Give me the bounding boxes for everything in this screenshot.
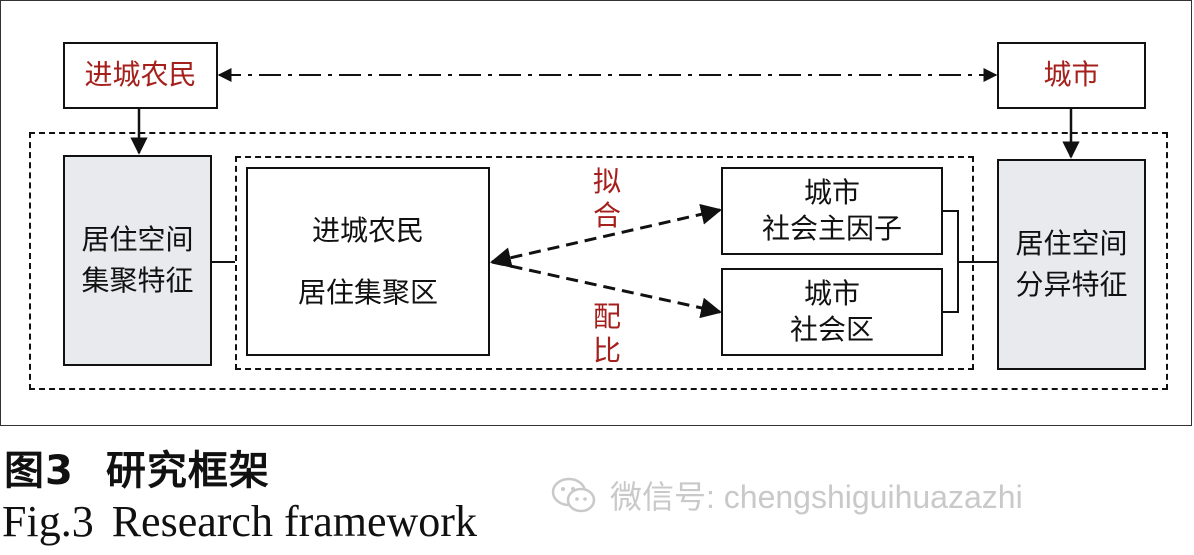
fit-label-char2: 合: [592, 199, 621, 232]
caption-english: Fig.3 Research framework: [2, 496, 477, 547]
top-left-box-label: 进城农民: [84, 58, 197, 92]
left-feature-line1: 居住空间: [81, 222, 194, 256]
lower-right-line1: 城市: [803, 276, 860, 310]
left-feature-box: 居住空间 集聚特征: [63, 155, 212, 366]
top-right-box-label: 城市: [1043, 58, 1100, 92]
match-dashed-arrow: [491, 260, 723, 319]
lower-right-line2: 社会区: [789, 313, 874, 346]
match-label: 配 比: [590, 300, 624, 368]
top-right-box: 城市: [997, 42, 1146, 109]
center-box-line2: 居住集聚区: [297, 275, 438, 309]
watermark-text: 微信号: chengshiguihuazazhi: [610, 479, 1023, 515]
lower-right-box: 城市 社会区: [721, 268, 943, 356]
watermark: 微信号: chengshiguihuazazhi: [550, 472, 1023, 518]
connector-lines: [130, 68, 1080, 319]
upper-right-line2: 社会主因子: [761, 212, 902, 245]
upper-right-line1: 城市: [803, 175, 860, 209]
caption-cn-number: 图3: [4, 448, 74, 494]
caption-chinese: 图3 研究框架: [4, 438, 270, 496]
center-box: 进城农民 居住集聚区: [246, 167, 490, 356]
caption-en-title: Research framework: [111, 497, 477, 546]
caption-en-number: Fig.3: [2, 497, 94, 546]
left-feature-line2: 集聚特征: [81, 263, 194, 297]
right-feature-box: 居住空间 分异特征: [997, 159, 1146, 370]
match-label-char1: 配: [592, 300, 621, 333]
outer-dashed-boundary: [29, 132, 1168, 390]
bracket: [943, 210, 959, 313]
right-feature-line1: 居住空间: [1015, 226, 1128, 260]
caption-cn-title: 研究框架: [105, 448, 270, 494]
top-left-box: 进城农民: [63, 42, 218, 109]
fit-dashed-arrow: [489, 203, 723, 269]
wechat-icon: [551, 477, 596, 513]
match-label-char2: 比: [592, 334, 621, 367]
upper-right-box: 城市 社会主因子: [721, 167, 943, 255]
fit-label: 拟 合: [590, 165, 624, 233]
fit-label-char1: 拟: [592, 165, 621, 198]
center-box-line1: 进城农民: [311, 213, 424, 247]
right-feature-line2: 分异特征: [1015, 267, 1128, 301]
